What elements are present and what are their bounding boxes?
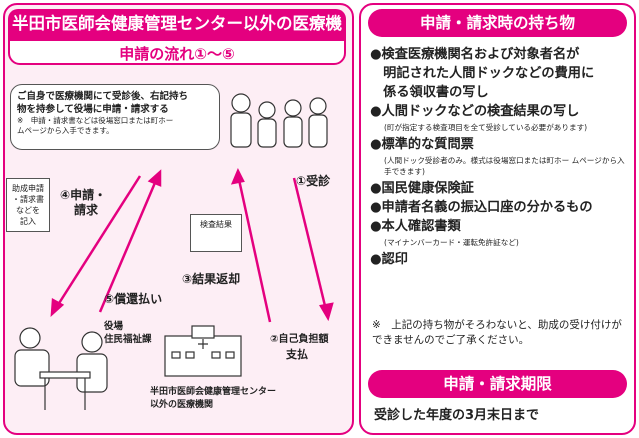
bubble-note-2: ムページから入手できます。	[17, 126, 114, 135]
speech-bubble: ご自身で医療機関にて受診後、右記持ち 物を持参して役場に申請・請求する ※ 申請…	[10, 84, 220, 150]
flow-subtitle: 申請の流れ①～⑤	[8, 39, 346, 65]
bubble-line-1: ご自身で医療機関にて受診後、右記持ち	[17, 91, 189, 102]
office-label-1: 役場	[104, 321, 124, 332]
list-item-note: (町が指定する検査項目を全て受診している必要があります)	[384, 123, 588, 132]
items-panel	[359, 3, 636, 435]
step-4a: ④申請・	[60, 188, 107, 202]
hospital-icon	[164, 325, 242, 377]
step-3: ③結果返却	[182, 272, 241, 286]
list-item: ●検査医療機関名および対象者名が	[370, 47, 580, 62]
flow-arrows-icon	[50, 167, 334, 323]
list-item: 係る領収書の写し	[370, 85, 489, 100]
deadline-text: 受診した年度の3月末日まで	[374, 408, 540, 423]
list-item: ●本人確認書類	[370, 219, 461, 234]
form-line-3: などを	[16, 206, 40, 215]
deadline-title: 申請・請求期限	[368, 370, 627, 398]
list-item: ●国民健康保険証	[370, 181, 474, 196]
step-2a: ②自己負担額	[270, 334, 329, 345]
hospital-label-1: 半田市医師会健康管理センター	[150, 387, 277, 397]
bubble-line-2: 物を持参して役場に申請・請求する	[17, 104, 169, 115]
form-box: 助成申請 ・請求書 などを 記入	[6, 178, 50, 232]
items-note: ※ 上記の持ち物がそろわないと、助成の受け付けができませんのでご了承ください。	[372, 319, 622, 346]
list-item: ●認印	[370, 252, 408, 267]
bubble-note-1: ※ 申請・請求書などは役場窓口または町ホー	[17, 116, 174, 125]
list-item: 明記された人間ドックなどの費用に	[370, 66, 595, 81]
list-item: ●人間ドックなどの検査結果の写し	[370, 104, 580, 119]
list-item-note: (人間ドック受診者のみ。様式は役場窓口または町ホー ムページから入手できます)	[384, 156, 625, 176]
items-list: ●検査医療機関名および対象者名が 明記された人間ドックなどの費用に 係る領収書の…	[370, 46, 632, 270]
items-title: 申請・請求時の持ち物	[368, 9, 627, 37]
office-label-2: 住民福祉課	[104, 334, 152, 345]
office-staff-icon	[14, 327, 108, 410]
step-4b: 請求	[74, 203, 99, 217]
result-paper: 検査結果	[190, 214, 242, 252]
hospital-label-2: 以外の医療機関	[150, 400, 214, 410]
step-1: ①受診	[296, 174, 331, 188]
form-line-1: 助成申請	[12, 184, 44, 193]
list-item-note: (マイナンバーカード・運転免許証など)	[384, 238, 519, 247]
step-5: ⑤償還払い	[104, 292, 163, 306]
family-figures-icon	[230, 93, 328, 148]
list-item: ●申請者名義の振込口座の分かるもの	[370, 200, 593, 215]
form-line-2: ・請求書	[12, 195, 44, 204]
form-line-4: 記入	[20, 217, 36, 226]
step-2b: 支払	[286, 348, 308, 361]
list-item: ●標準的な質問票	[370, 137, 474, 152]
